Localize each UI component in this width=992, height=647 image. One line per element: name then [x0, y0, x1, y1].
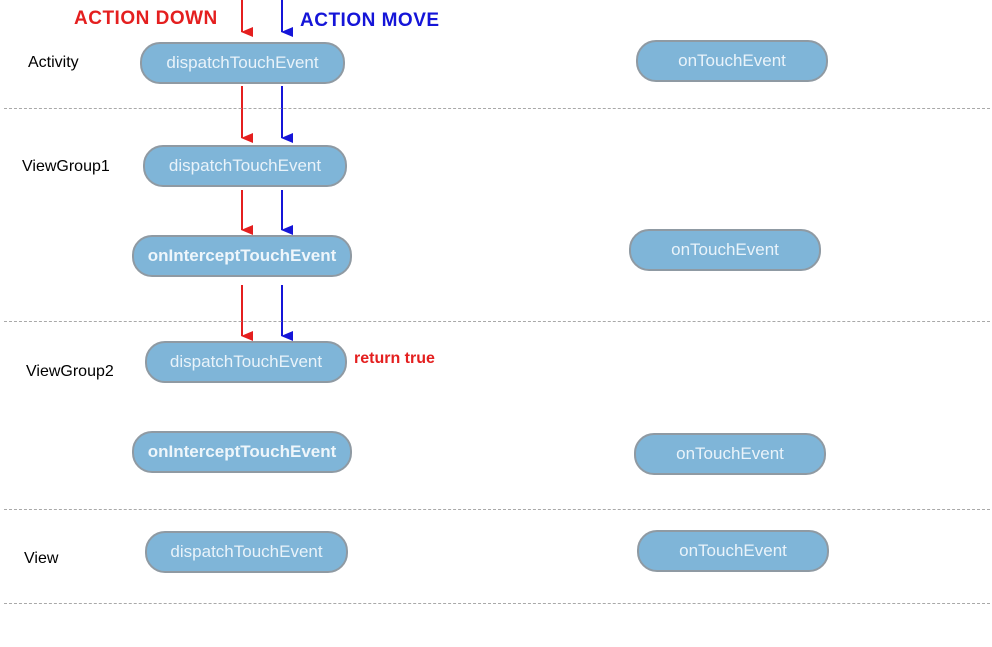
view-dispatch-touch-event-node: dispatchTouchEvent — [145, 531, 348, 573]
layer-divider-4 — [4, 603, 990, 604]
activity-on-touch-event-node: onTouchEvent — [636, 40, 828, 82]
vg1-on-intercept-touch-event-node: onInterceptTouchEvent — [132, 235, 352, 277]
layer-divider-1 — [4, 108, 990, 109]
action-down-legend: ACTION DOWN — [74, 8, 218, 29]
return-true-annotation: return true — [354, 350, 435, 367]
layer-label-view: View — [24, 550, 59, 567]
layer-label-activity: Activity — [28, 54, 79, 71]
layer-label-viewgroup2: ViewGroup2 — [26, 363, 114, 380]
vg1-on-touch-event-node: onTouchEvent — [629, 229, 821, 271]
layer-label-viewgroup1: ViewGroup1 — [22, 158, 110, 175]
vg2-on-touch-event-node: onTouchEvent — [634, 433, 826, 475]
vg2-on-intercept-touch-event-node: onInterceptTouchEvent — [132, 431, 352, 473]
layer-divider-2 — [4, 321, 990, 322]
vg2-dispatch-touch-event-node: dispatchTouchEvent — [145, 341, 347, 383]
action-move-legend: ACTION MOVE — [300, 10, 440, 31]
view-on-touch-event-node: onTouchEvent — [637, 530, 829, 572]
activity-dispatch-touch-event-node: dispatchTouchEvent — [140, 42, 345, 84]
layer-divider-3 — [4, 509, 990, 510]
vg1-dispatch-touch-event-node: dispatchTouchEvent — [143, 145, 347, 187]
